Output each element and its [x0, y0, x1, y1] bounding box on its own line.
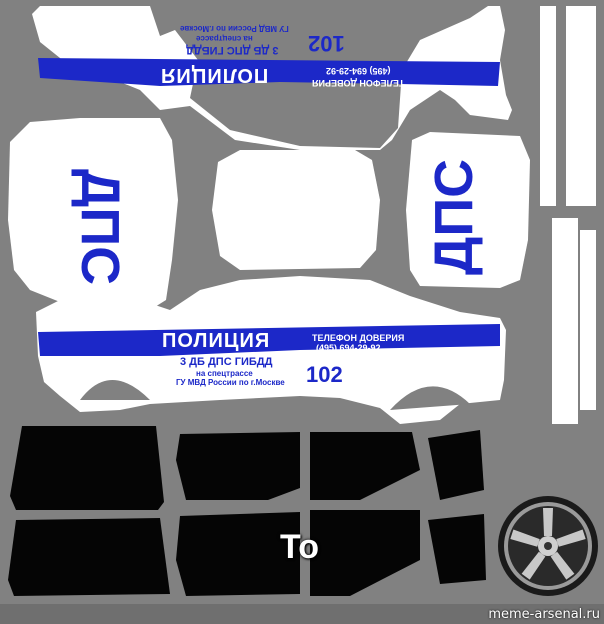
bottom-side-number: 102 [306, 362, 343, 387]
top-side-police-label: ПОЛИЦИЯ [160, 64, 269, 86]
top-side-panel [32, 6, 512, 150]
pillar-strip [566, 6, 596, 206]
bottom-side-unit-line2: на спецтрассе [196, 369, 253, 378]
bottom-side-unit-line1: 3 ДБ ДПС ГИБДД [180, 356, 273, 368]
side-window-glass [176, 512, 300, 596]
top-side-phone-title: ТЕЛЕФОН ДОВЕРИЯ [312, 78, 405, 88]
top-side-phone-number: (495) 694-29-92 [326, 66, 391, 76]
pillar-strip [540, 6, 556, 206]
roof-panel [212, 150, 380, 270]
trunk-dps-label: ДПС [424, 158, 485, 276]
meme-caption: To [280, 528, 320, 566]
bottom-side-stripe [38, 324, 500, 356]
arch-cutout [80, 380, 150, 400]
wheel-rim [498, 496, 598, 596]
trunk-panel [406, 132, 530, 288]
bottom-side-phone-number: (495) 694-29-92 [316, 343, 381, 353]
hood-dps-label: ДПС [70, 168, 131, 286]
bottom-side-phone-title: ТЕЛЕФОН ДОВЕРИЯ [312, 333, 405, 343]
bottom-strip [0, 604, 604, 624]
top-side-stripe [38, 58, 500, 86]
bottom-side-unit-line3: ГУ МВД России по г.Москве [176, 378, 285, 387]
arch-cutout [390, 386, 470, 410]
side-window-glass [310, 510, 420, 596]
side-window-glass [310, 432, 420, 500]
rear-window-glass [8, 518, 170, 596]
top-side-unit-line2: на спецтрассе [196, 34, 253, 43]
side-window-glass [176, 432, 300, 500]
top-side-unit-line3: ГУ МВД России по г.Москве [180, 24, 289, 33]
windshield-glass [10, 426, 164, 510]
watermark: meme-arsenal.ru [488, 607, 600, 622]
top-side-unit-line1: 3 ДБ ДПС ГИБДД [186, 44, 279, 56]
quarter-glass [428, 430, 484, 500]
pillar-strip [580, 230, 596, 410]
quarter-glass [428, 514, 486, 584]
pillar-strip [552, 218, 578, 424]
top-side-number: 102 [308, 31, 345, 56]
bottom-side-police-label: ПОЛИЦИЯ [162, 330, 271, 352]
hood-panel [8, 118, 178, 310]
